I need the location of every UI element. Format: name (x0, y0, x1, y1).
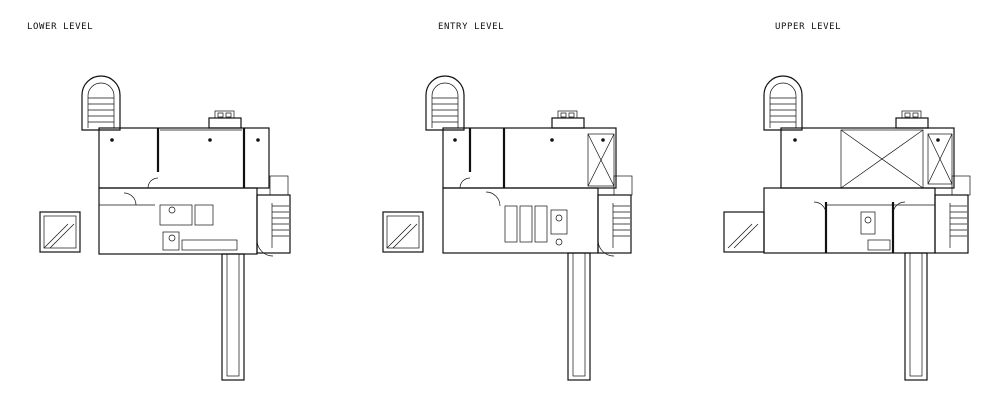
upper-level-label: UPPER LEVEL (775, 22, 842, 32)
upper-right-stair (934, 175, 971, 254)
upper-chimney (895, 110, 929, 129)
upper-stair-tower (763, 75, 803, 131)
lower-level-plan (39, 75, 291, 381)
lower-service-block (98, 187, 258, 255)
upper-walkway (904, 252, 928, 381)
lower-level-label: LOWER LEVEL (27, 22, 94, 32)
lower-chimney (208, 110, 242, 129)
entry-level-label: ENTRY LEVEL (438, 22, 505, 32)
lower-right-stair (256, 175, 291, 257)
entry-chimney (551, 110, 585, 129)
lower-walkway (221, 253, 245, 381)
entry-walkway (567, 252, 591, 381)
entry-right-stair (597, 175, 633, 257)
upper-service-block (763, 187, 936, 254)
entry-service-block (442, 187, 599, 254)
entry-level-plan (382, 75, 633, 381)
entry-stair-tower (425, 75, 465, 131)
upper-detached-roof (723, 211, 765, 253)
entry-detached-block (382, 211, 424, 253)
lower-stair-tower (81, 75, 121, 131)
lower-detached-block (39, 211, 81, 253)
upper-level-plan (723, 75, 971, 381)
